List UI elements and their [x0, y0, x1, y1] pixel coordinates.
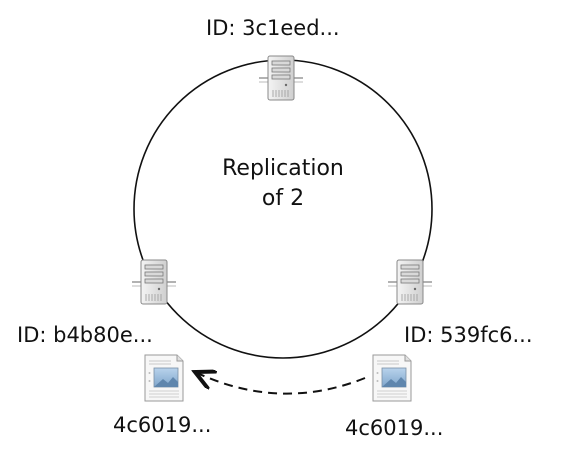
node-id-label-right: ID: 539fc6... — [404, 323, 533, 347]
document-label-left: 4c6019... — [113, 413, 212, 437]
document-icon — [144, 354, 184, 402]
center-label-line2: of 2 — [261, 186, 305, 211]
ring-center-label: Replication of 2 — [183, 154, 383, 214]
node-id-label-left: ID: b4b80e... — [17, 323, 153, 347]
document-icon — [372, 354, 412, 402]
server-icon — [387, 259, 433, 305]
server-icon — [258, 55, 304, 101]
node-id-label-top: ID: 3c1eed... — [206, 16, 340, 40]
center-label-line1: Replication — [222, 156, 344, 181]
document-label-right: 4c6019... — [345, 416, 444, 440]
server-icon — [131, 259, 177, 305]
replication-arrow — [195, 372, 366, 395]
